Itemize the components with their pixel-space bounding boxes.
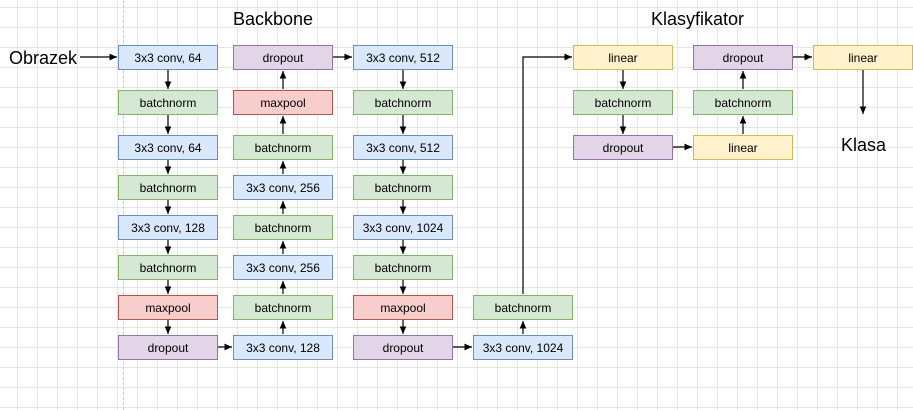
output-label: Klasa	[841, 135, 887, 155]
backbone-title: Backbone	[233, 9, 314, 29]
c3-maxpool: maxpool	[353, 295, 453, 320]
input-label: Obrazek	[9, 48, 78, 68]
c2-dropout: dropout	[233, 45, 333, 70]
c3-conv-512-b: 3x3 conv, 512	[353, 135, 453, 160]
c1-maxpool: maxpool	[118, 295, 218, 320]
c1-conv-64-a: 3x3 conv, 64	[118, 45, 218, 70]
k2-batchnorm: batchnorm	[693, 90, 793, 115]
c4-conv-1024: 3x3 conv, 1024	[473, 335, 573, 360]
k2-linear: linear	[693, 135, 793, 160]
edge-c4-classifier	[522, 53, 572, 294]
k3-linear: linear	[813, 45, 913, 70]
c1-batchnorm-3: batchnorm	[118, 255, 218, 280]
c3-conv-1024: 3x3 conv, 1024	[353, 215, 453, 240]
c3-batchnorm-3: batchnorm	[353, 255, 453, 280]
c2-maxpool: maxpool	[233, 90, 333, 115]
c1-conv-64-b: 3x3 conv, 64	[118, 135, 218, 160]
c3-batchnorm-2: batchnorm	[353, 175, 453, 200]
k1-linear: linear	[573, 45, 673, 70]
c2-conv-256-a: 3x3 conv, 256	[233, 255, 333, 280]
classifier-title: Klasyfikator	[651, 9, 745, 29]
c1-batchnorm-2: batchnorm	[118, 175, 218, 200]
c2-conv-128: 3x3 conv, 128	[233, 335, 333, 360]
c3-batchnorm-1: batchnorm	[353, 90, 453, 115]
k2-dropout: dropout	[693, 45, 793, 70]
c2-batchnorm-2: batchnorm	[233, 215, 333, 240]
c3-conv-512-a: 3x3 conv, 512	[353, 45, 453, 70]
c3-dropout: dropout	[353, 335, 453, 360]
c2-conv-256-b: 3x3 conv, 256	[233, 175, 333, 200]
k1-batchnorm: batchnorm	[573, 90, 673, 115]
dashed-separator-line	[123, 0, 124, 410]
c1-dropout: dropout	[118, 335, 218, 360]
c1-conv-128: 3x3 conv, 128	[118, 215, 218, 240]
c2-batchnorm-3: batchnorm	[233, 135, 333, 160]
c2-batchnorm-1: batchnorm	[233, 295, 333, 320]
k1-dropout: dropout	[573, 135, 673, 160]
c1-batchnorm-1: batchnorm	[118, 90, 218, 115]
c4-batchnorm: batchnorm	[473, 295, 573, 320]
